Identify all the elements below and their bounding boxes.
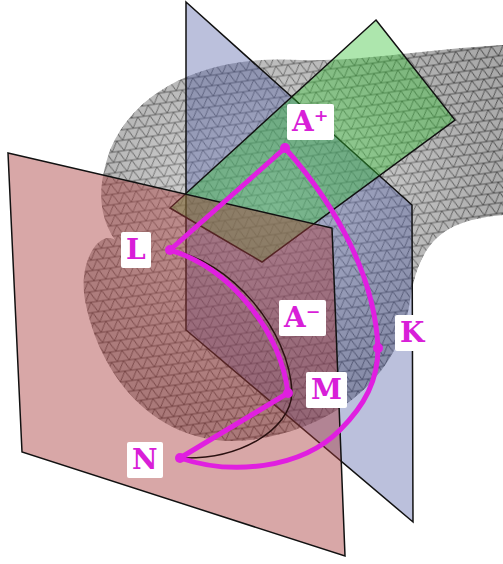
point <box>165 245 175 255</box>
point-label: K <box>395 315 429 351</box>
curve-aplus-l <box>170 148 285 250</box>
point-label: M <box>306 372 347 408</box>
point-label: L <box>121 232 151 268</box>
curve-l-m <box>170 250 288 393</box>
point-label: N <box>127 442 163 478</box>
curve-points <box>165 143 383 463</box>
point-label: A⁻ <box>279 300 326 336</box>
curve-m-n <box>180 393 288 458</box>
magenta-curves <box>170 148 378 467</box>
red-plane <box>8 153 345 556</box>
curve-n-k <box>180 348 378 467</box>
point <box>373 343 383 353</box>
point-label: A⁺ <box>287 104 334 140</box>
point <box>175 453 185 463</box>
point <box>280 143 290 153</box>
point <box>283 388 293 398</box>
section-outline <box>170 250 292 458</box>
